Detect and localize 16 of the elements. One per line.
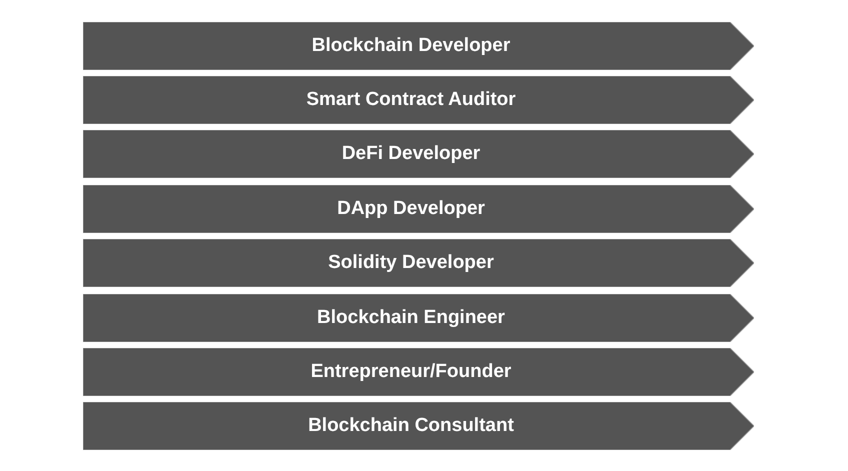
banner-label: Blockchain Engineer bbox=[317, 306, 505, 330]
arrow-banner bbox=[83, 402, 754, 450]
arrow-banner bbox=[83, 22, 754, 70]
arrow-banner bbox=[83, 348, 754, 396]
banner-label: Blockchain Developer bbox=[312, 34, 510, 58]
arrow-banner bbox=[83, 294, 754, 342]
banner-label: Blockchain Consultant bbox=[308, 414, 514, 438]
arrow-banner bbox=[83, 130, 754, 178]
banner-label: Solidity Developer bbox=[328, 251, 494, 275]
arrow-banner bbox=[83, 239, 754, 288]
banner-label: Smart Contract Auditor bbox=[306, 88, 516, 112]
banner-label: DApp Developer bbox=[337, 196, 485, 221]
banner-label: DeFi Developer bbox=[342, 142, 480, 166]
banner-label: Entrepreneur/Founder bbox=[310, 360, 512, 384]
arrow-banner bbox=[83, 76, 754, 124]
arrow-banner bbox=[83, 184, 754, 233]
